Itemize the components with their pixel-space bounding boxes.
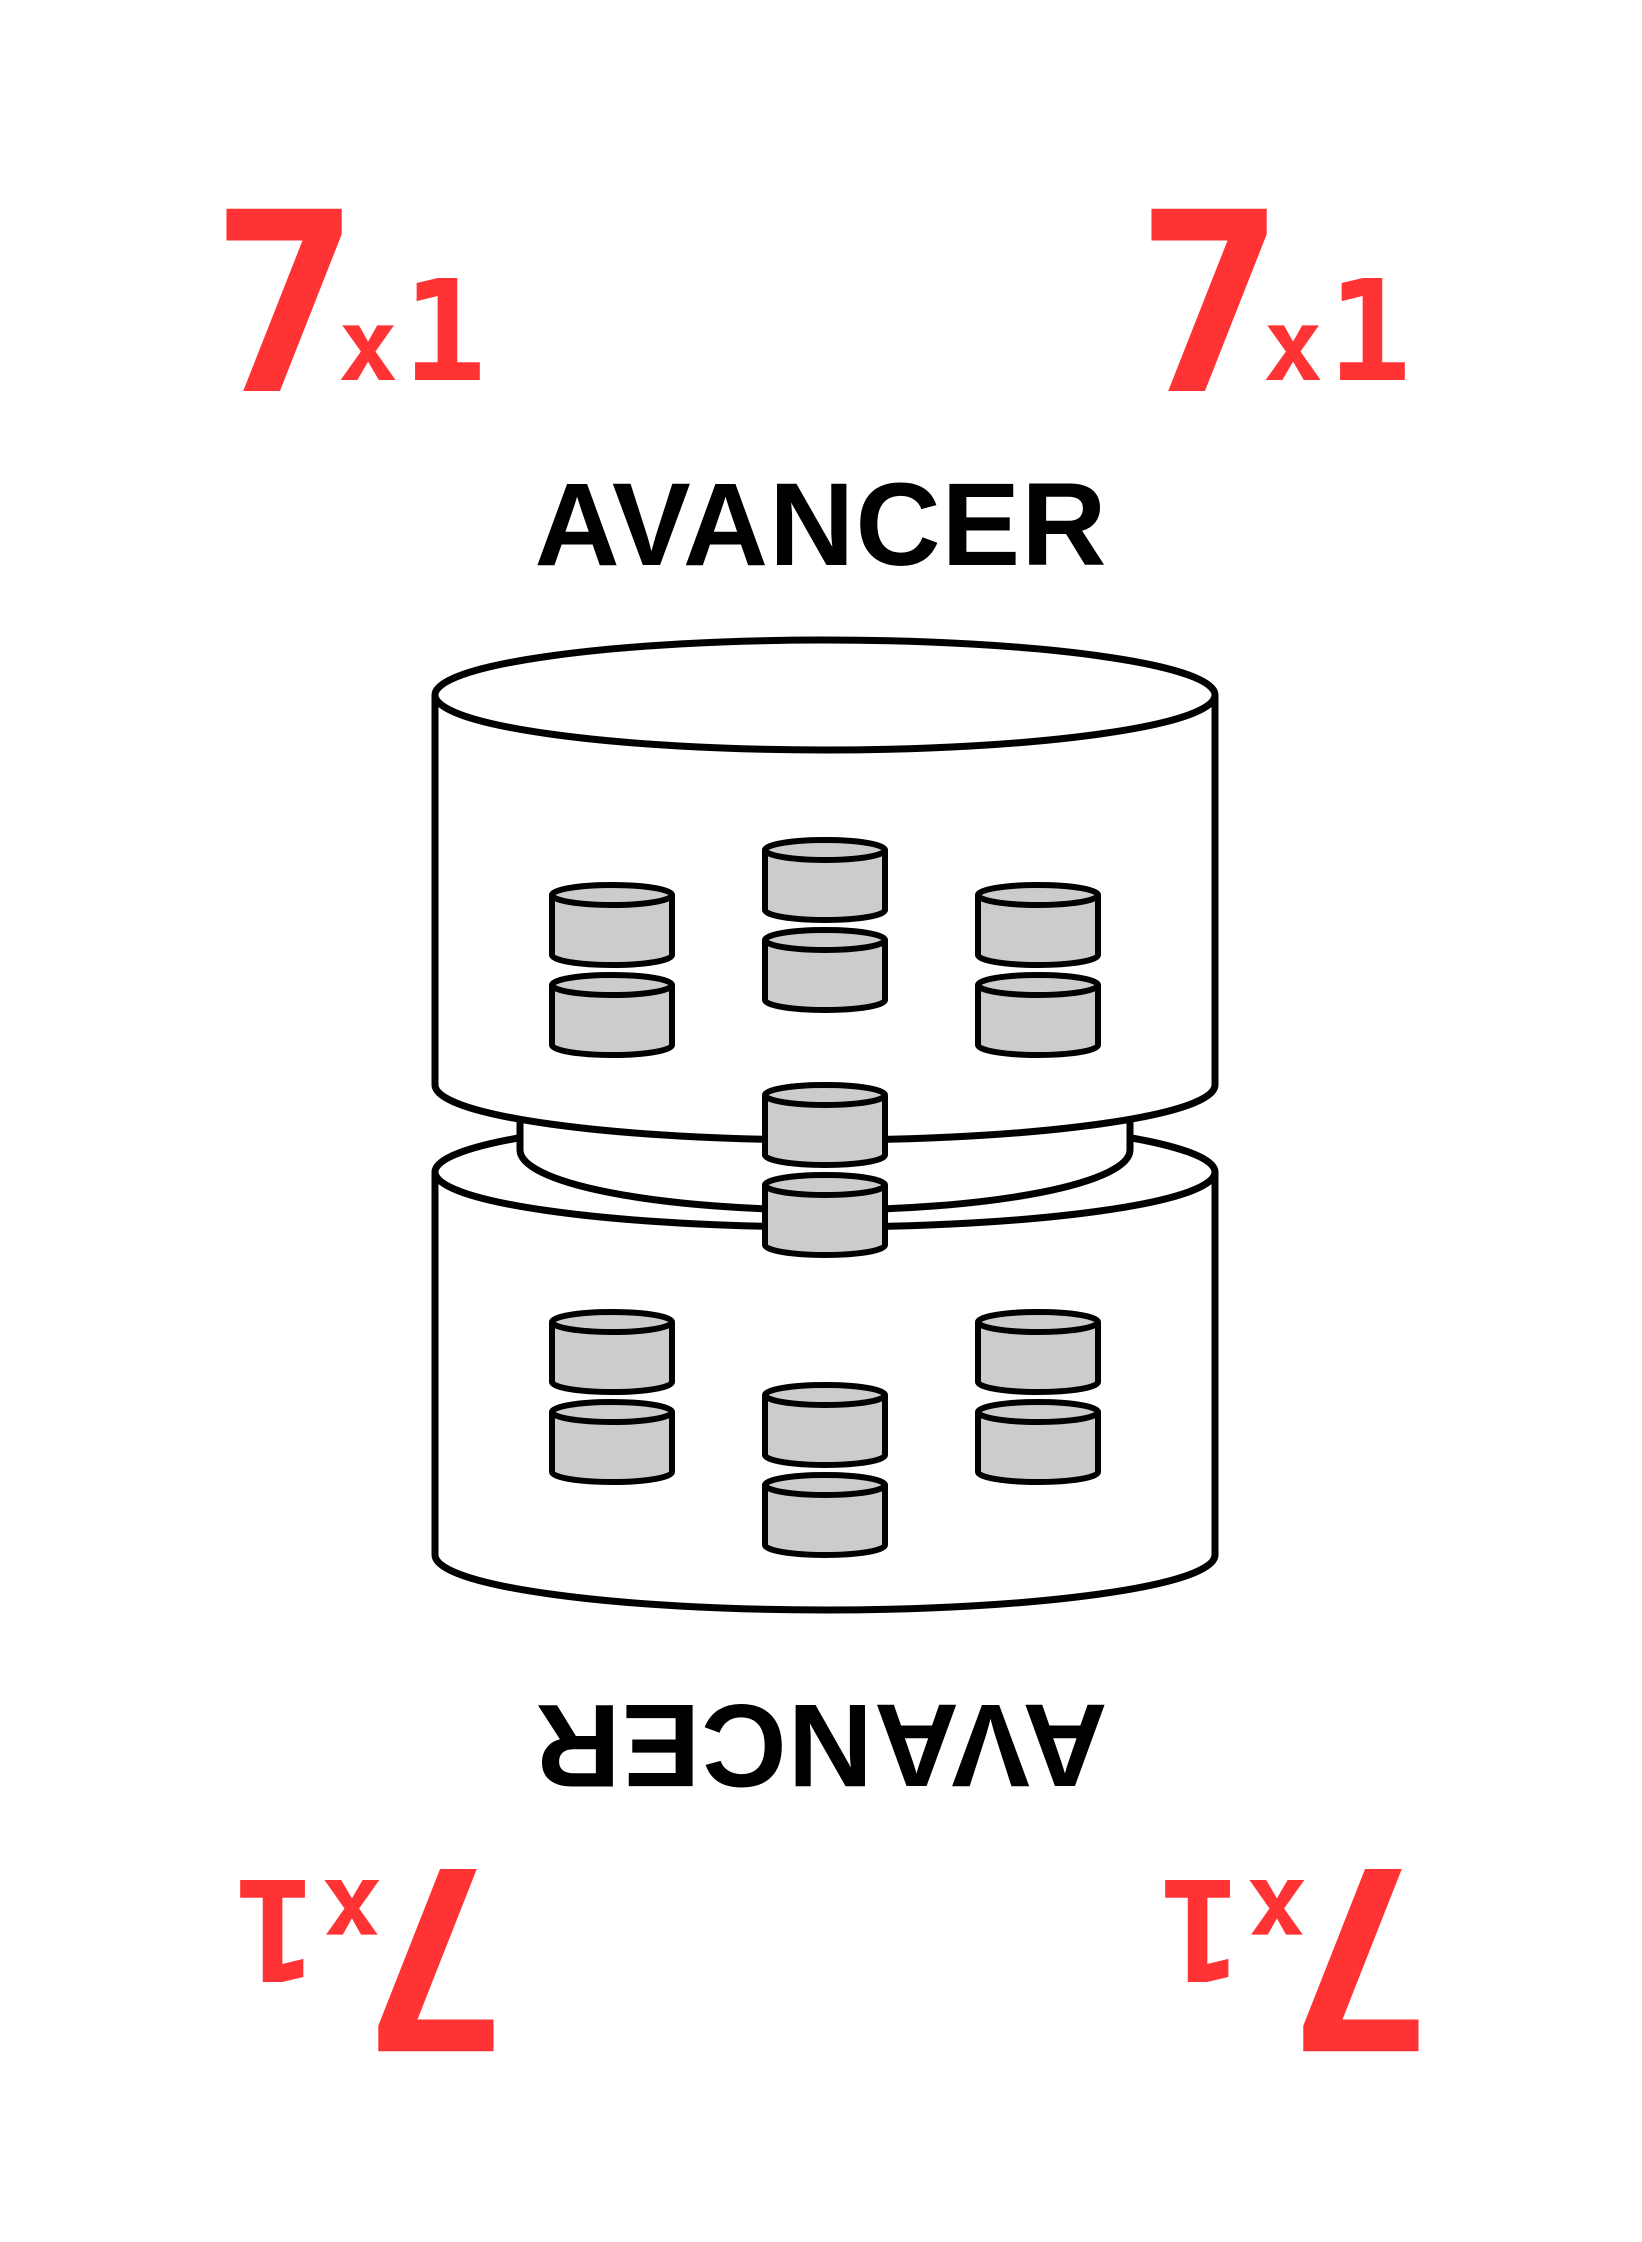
card-multiplier: x1 xyxy=(1158,1804,1307,2037)
card-value-bottom-left: 7 x1 xyxy=(90,1810,510,2101)
card-value-number: 7 xyxy=(210,159,361,450)
card-value-top-left: 7 x1 xyxy=(210,159,630,450)
multiplier-sign: x xyxy=(321,1856,382,1973)
multiplier-value: 1 xyxy=(1158,1846,1243,2009)
card-multiplier: x1 xyxy=(338,223,487,456)
card-action-label-bottom: AVANCER xyxy=(534,1679,1108,1811)
card-value-number: 7 xyxy=(1284,1810,1435,2101)
multiplier-sign: x xyxy=(338,287,399,404)
card-value-number: 7 xyxy=(359,1810,510,2101)
multiplier-value: 1 xyxy=(1327,251,1412,414)
card-action-label-top: AVANCER xyxy=(534,459,1108,591)
card-value-number: 7 xyxy=(1135,159,1286,450)
multiplier-value: 1 xyxy=(402,251,487,414)
card-value-top-right: 7 x1 xyxy=(1135,159,1555,450)
card-value-bottom-right: 7 x1 xyxy=(1015,1810,1435,2101)
card-multiplier: x1 xyxy=(233,1804,382,2037)
multiplier-value: 1 xyxy=(233,1846,318,2009)
multiplier-sign: x xyxy=(1263,287,1324,404)
multiplier-sign: x xyxy=(1246,1856,1307,1973)
card-multiplier: x1 xyxy=(1263,223,1412,456)
